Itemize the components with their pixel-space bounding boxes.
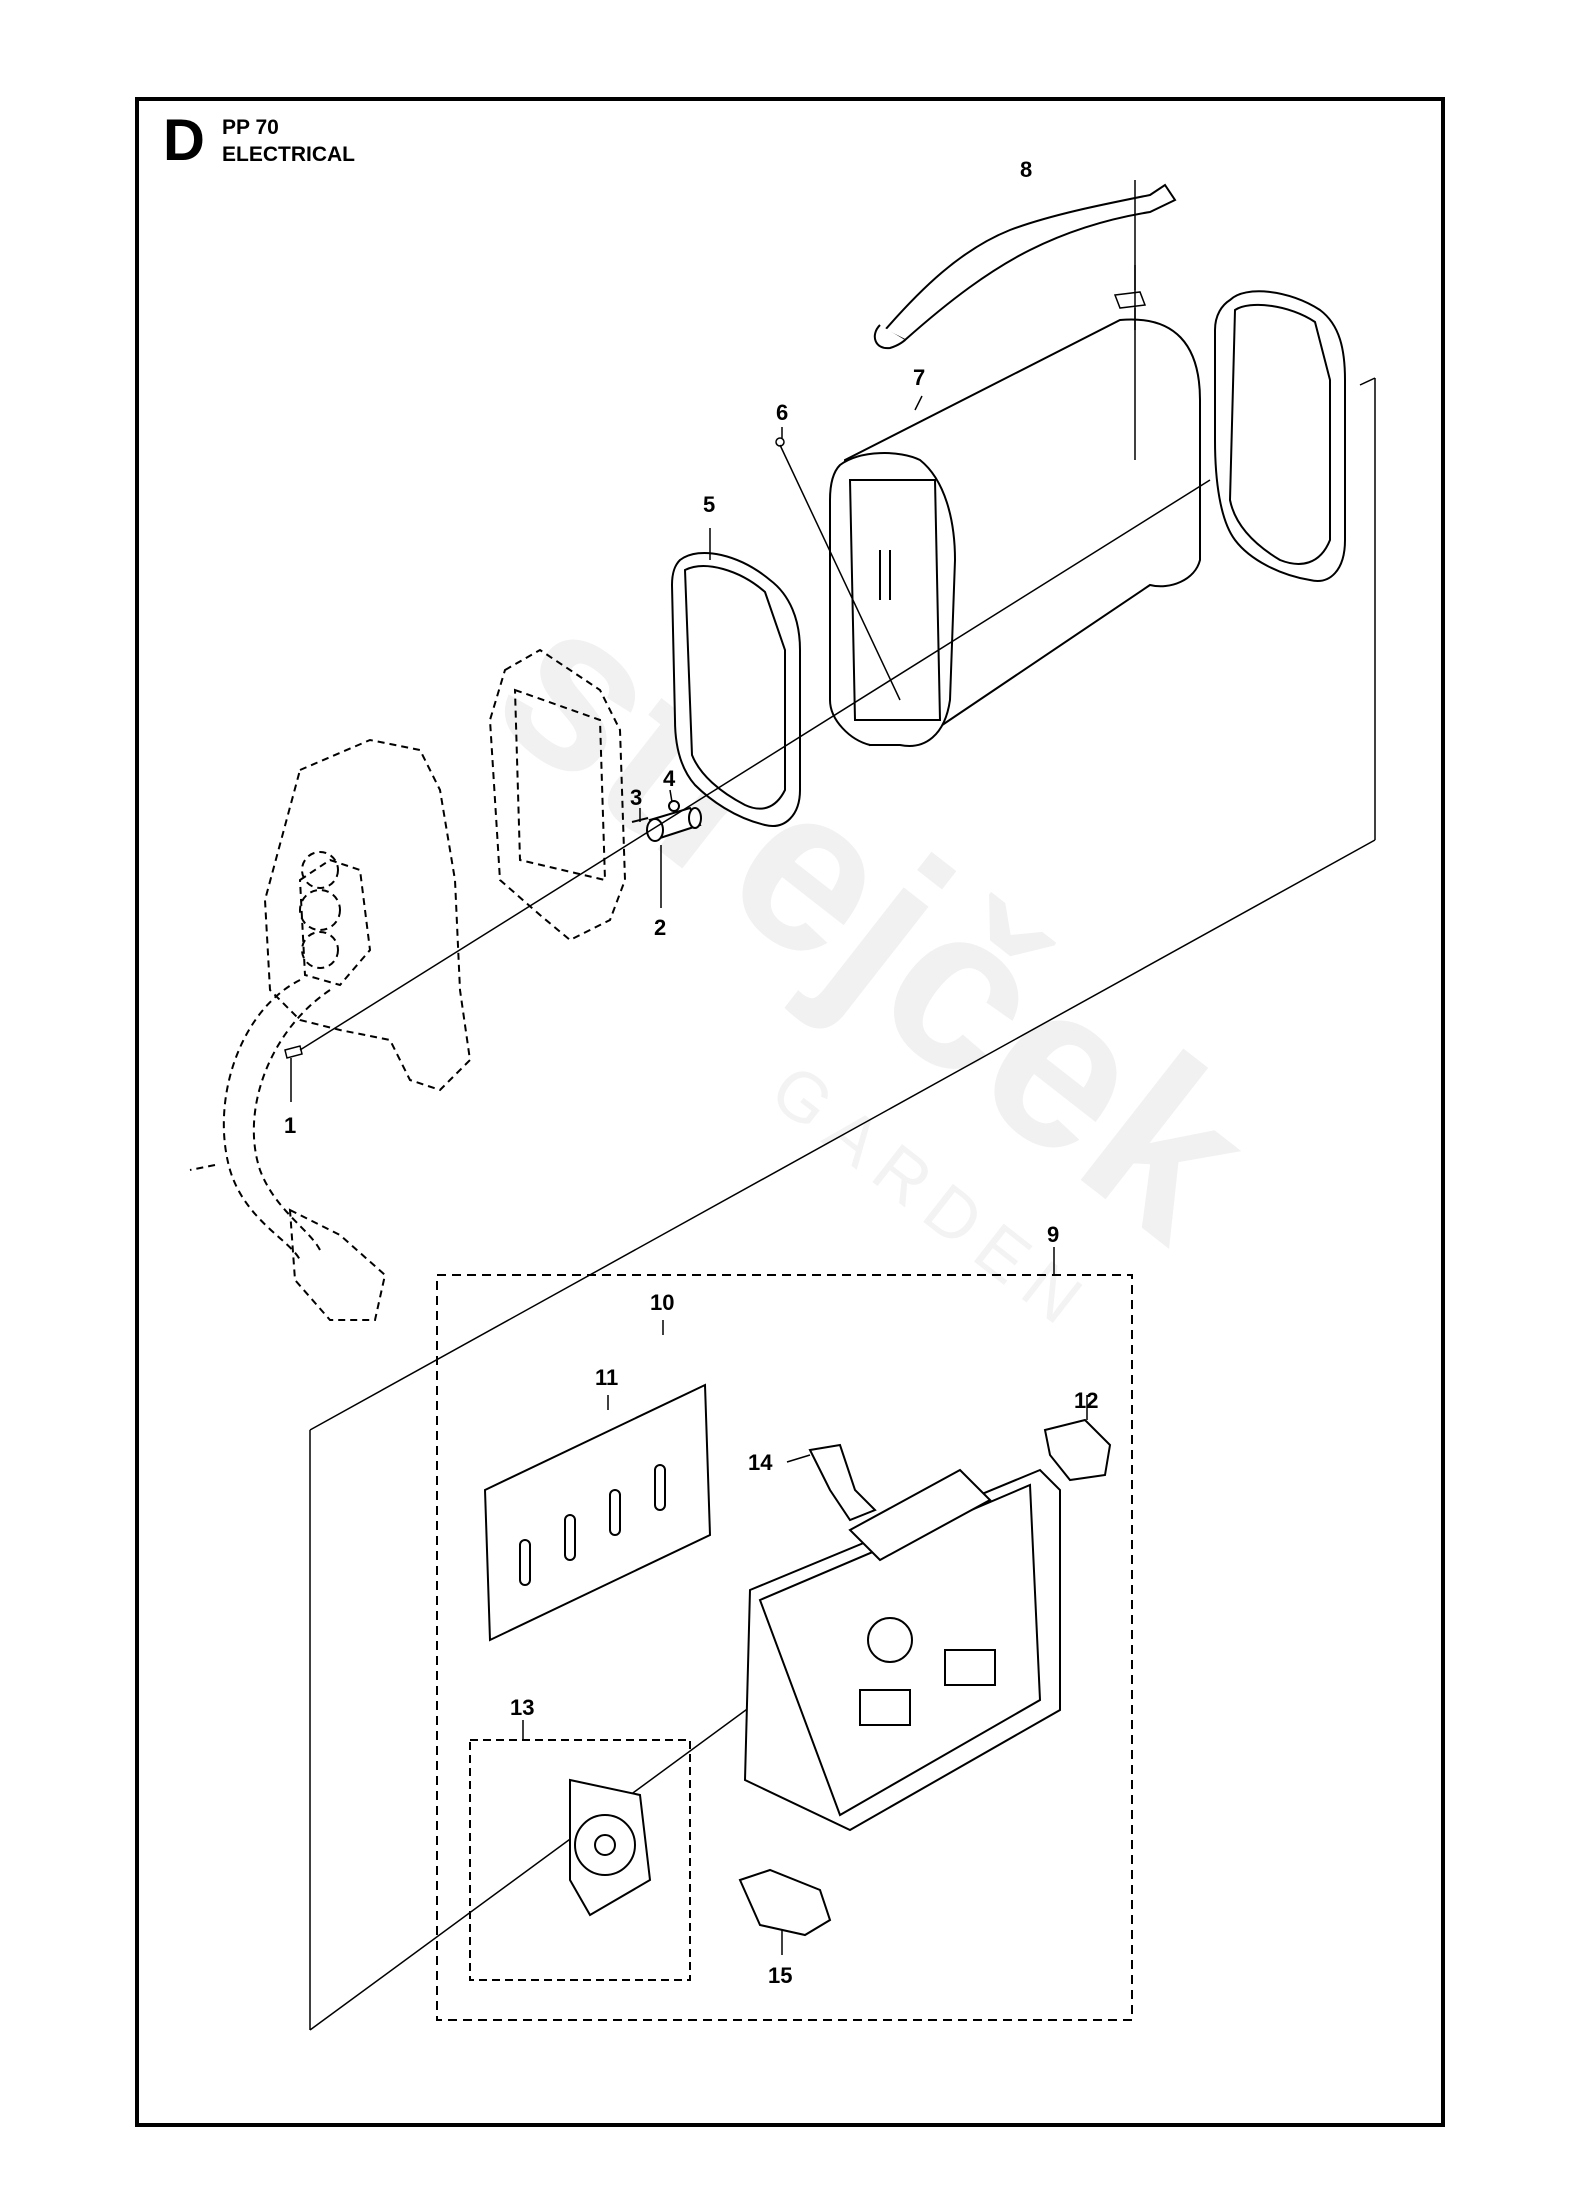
fan-part-13: [569, 1778, 652, 1917]
callout-3: 3: [630, 785, 642, 810]
callout-12: 12: [1074, 1388, 1098, 1413]
callout-15: 15: [768, 1963, 792, 1988]
callout-6: 6: [776, 400, 788, 425]
plate-part-11: [483, 1383, 712, 1642]
callout-9: 9: [1047, 1222, 1059, 1247]
handle-part-8: [873, 183, 1177, 350]
main-body-dashed: [189, 738, 472, 1321]
fan-assembly-part-13: [469, 1739, 691, 1981]
alignment-lines: [299, 180, 1376, 2031]
callout-11: 11: [595, 1365, 618, 1390]
callout-8: 8: [1020, 157, 1032, 182]
connector-part-14: [808, 1443, 877, 1522]
label-plate: [1113, 265, 1147, 309]
callout-13: 13: [510, 1695, 534, 1720]
section-title: ELECTRICAL: [222, 143, 355, 166]
leader-lines: [290, 395, 1088, 1955]
callout-4: 4: [663, 766, 676, 791]
callouts: 1 2 3 4 5 6 7 8 9 10 11 12 13 14 15: [284, 157, 1098, 1988]
callout-1: 1: [284, 1113, 296, 1138]
callout-14: 14: [748, 1450, 773, 1475]
control-board-assembly-part-9: [436, 1274, 1133, 2021]
callout-5: 5: [703, 492, 715, 517]
screw-part-6: [775, 437, 785, 447]
section-letter: D: [163, 108, 205, 173]
model-name: PP 70: [222, 116, 279, 139]
screw-part-1: [284, 1045, 303, 1059]
drawing-frame: [135, 97, 1445, 2127]
cover-part-7: [829, 318, 1201, 747]
callout-7: 7: [913, 365, 925, 390]
callout-10: 10: [650, 1290, 674, 1315]
control-housing-dashed: [488, 648, 627, 942]
rear-gasket: [1214, 290, 1346, 582]
connector-part-15: [738, 1868, 832, 1937]
connector-part-12: [1043, 1418, 1112, 1482]
callout-2: 2: [654, 915, 666, 940]
circuit-board: [743, 1468, 1061, 1832]
